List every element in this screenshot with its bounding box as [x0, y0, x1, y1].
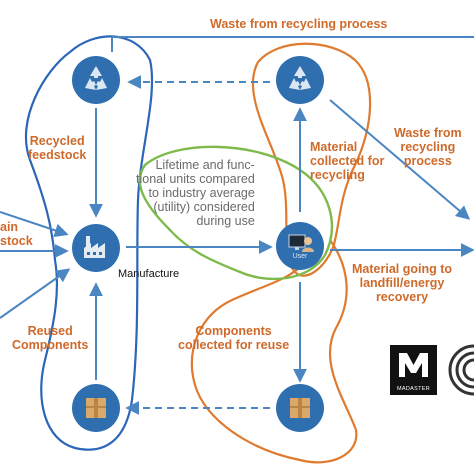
user-node: User: [276, 222, 324, 270]
label-landfill: Material going to landfill/energy recove…: [352, 262, 452, 304]
m-mark-icon: [399, 353, 428, 377]
label-waste-top: Waste from recycling process: [210, 17, 388, 31]
box-icon: [86, 398, 106, 418]
arrow-diag-in-top: [0, 211, 69, 238]
box-node-right: [276, 384, 324, 432]
box-icon: [290, 398, 310, 418]
computer-user-icon: [288, 234, 314, 252]
factory-node: [72, 224, 120, 272]
label-components-reuse: Components collected for reuse: [178, 324, 290, 352]
arrow-diag-in-bottom: [0, 268, 71, 319]
label-lifetime: Lifetime and func- tional units compared…: [136, 158, 255, 228]
user-caption: User: [292, 253, 308, 260]
recycle-node-right: [276, 56, 324, 104]
madaster-logo: MADASTER: [390, 345, 437, 395]
label-main-feedstock-partial: ain stock: [0, 220, 33, 248]
green-loop-outline: [138, 145, 333, 281]
box-node-left: [72, 384, 120, 432]
label-material-collected: Material collected for recycling: [310, 140, 385, 182]
arrow-recycle-to-waste: [329, 99, 471, 220]
label-recycled-feedstock: Recycled feedstock: [28, 134, 87, 162]
recycle-node-left: [72, 56, 120, 104]
blue-loop-outline: [24, 35, 154, 451]
recycle-icon: [85, 66, 107, 90]
madaster-wordmark: MADASTER: [397, 386, 430, 392]
factory-icon: [84, 236, 105, 258]
orange-loop-lower-outline: [190, 239, 358, 464]
label-manufacture: Manufacture: [118, 268, 180, 280]
recycle-icon: [289, 66, 311, 90]
label-reused-components: Reused Components: [12, 324, 89, 352]
circular-logo: [448, 344, 474, 396]
label-waste-right: Waste from recycling process: [394, 126, 462, 168]
orange-loop-upper-outline: [251, 42, 372, 277]
